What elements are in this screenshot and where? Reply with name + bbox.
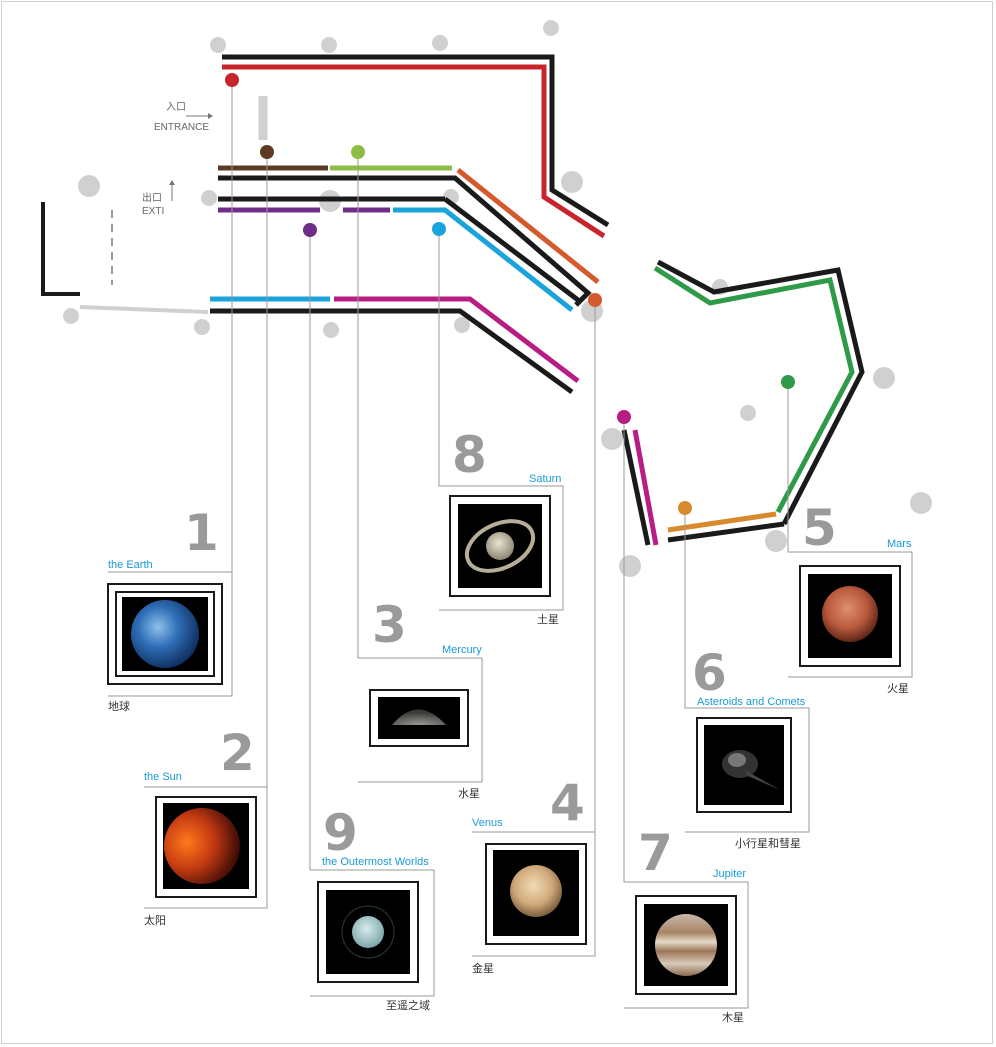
exhibit-number: 5	[802, 499, 837, 557]
exhibit-name-en: the Sun	[144, 771, 182, 783]
exhibit-name-en: Mars	[887, 538, 912, 550]
exhibit-sun[interactable]: 2 the Sun 太阳	[144, 724, 257, 927]
exhibit-name-cn: 地球	[108, 699, 130, 713]
exhibit-name-cn: 太阳	[144, 914, 166, 927]
exhibit-jupiter[interactable]: 7 Jupiter 木星	[635, 824, 746, 1024]
exhibit-name-cn: 小行星和彗星	[735, 837, 801, 850]
exhibit-name-en: Mercury	[442, 644, 482, 656]
exhibit-name-en: Asteroids and Comets	[697, 696, 806, 708]
exhibit-name-en: Venus	[472, 817, 503, 829]
exhibit-name-en: Saturn	[529, 473, 561, 485]
exhibit-name-en: the Outermost Worlds	[322, 856, 429, 868]
route-pins	[225, 73, 795, 515]
exhibit-name-cn: 水星	[458, 787, 480, 800]
route-lines	[210, 54, 865, 546]
exhibit-name-cn: 木星	[722, 1011, 744, 1024]
exhibit-mercury[interactable]: 3 Mercury 水星	[369, 596, 482, 800]
exhibit-name-cn: 金星	[472, 961, 494, 975]
mars-image	[822, 586, 878, 642]
exhibit-saturn[interactable]: 8 Saturn 土星	[449, 426, 561, 626]
exhibit-name-en: Jupiter	[713, 868, 746, 880]
exhibit-number: 3	[372, 596, 407, 654]
exhibit-number: 6	[692, 644, 727, 702]
exit-cn: 出口	[142, 191, 162, 204]
exhibit-name-cn: 至遥之域	[386, 998, 430, 1012]
exhibit-number: 7	[638, 824, 673, 882]
uranus-image	[341, 905, 395, 959]
exhibit-name-en: the Earth	[108, 559, 153, 571]
venus-image	[510, 865, 562, 917]
exhibit-number: 9	[323, 804, 358, 862]
exhibit-number: 4	[550, 774, 585, 832]
exhibit-number: 8	[452, 426, 487, 484]
exit-label: 出口 EXTI	[142, 180, 175, 217]
sun-image	[164, 808, 240, 884]
exhibit-name-cn: 火星	[887, 682, 909, 695]
comet-image	[722, 750, 780, 790]
jupiter-image	[655, 914, 717, 976]
exhibit-earth[interactable]: 1 the Earth 地球	[107, 504, 223, 713]
exhibit-number: 1	[184, 504, 219, 562]
exhibit-number: 2	[220, 724, 255, 782]
exhibit-outermost-worlds[interactable]: 9 the Outermost Worlds 至遥之域	[317, 804, 430, 1012]
exhibit-mars[interactable]: 5 Mars 火星	[799, 499, 912, 695]
entrance-en: ENTRANCE	[154, 122, 209, 133]
exit-en: EXTI	[142, 206, 164, 217]
exhibit-name-cn: 土星	[537, 613, 559, 626]
column-markers	[63, 20, 932, 577]
entrance-exit-walls	[41, 96, 268, 314]
leader-lines	[108, 80, 913, 1009]
mercury-image	[392, 709, 446, 725]
exhibit-asteroids-comets[interactable]: 6 Asteroids and Comets 小行星和彗星	[692, 644, 806, 850]
saturn-image	[464, 519, 536, 573]
entrance-cn: 入口	[166, 102, 186, 113]
entrance-label: 入口 ENTRANCE	[154, 102, 213, 133]
earth-image	[131, 600, 199, 668]
exhibit-venus[interactable]: 4 Venus 金星	[472, 774, 587, 975]
